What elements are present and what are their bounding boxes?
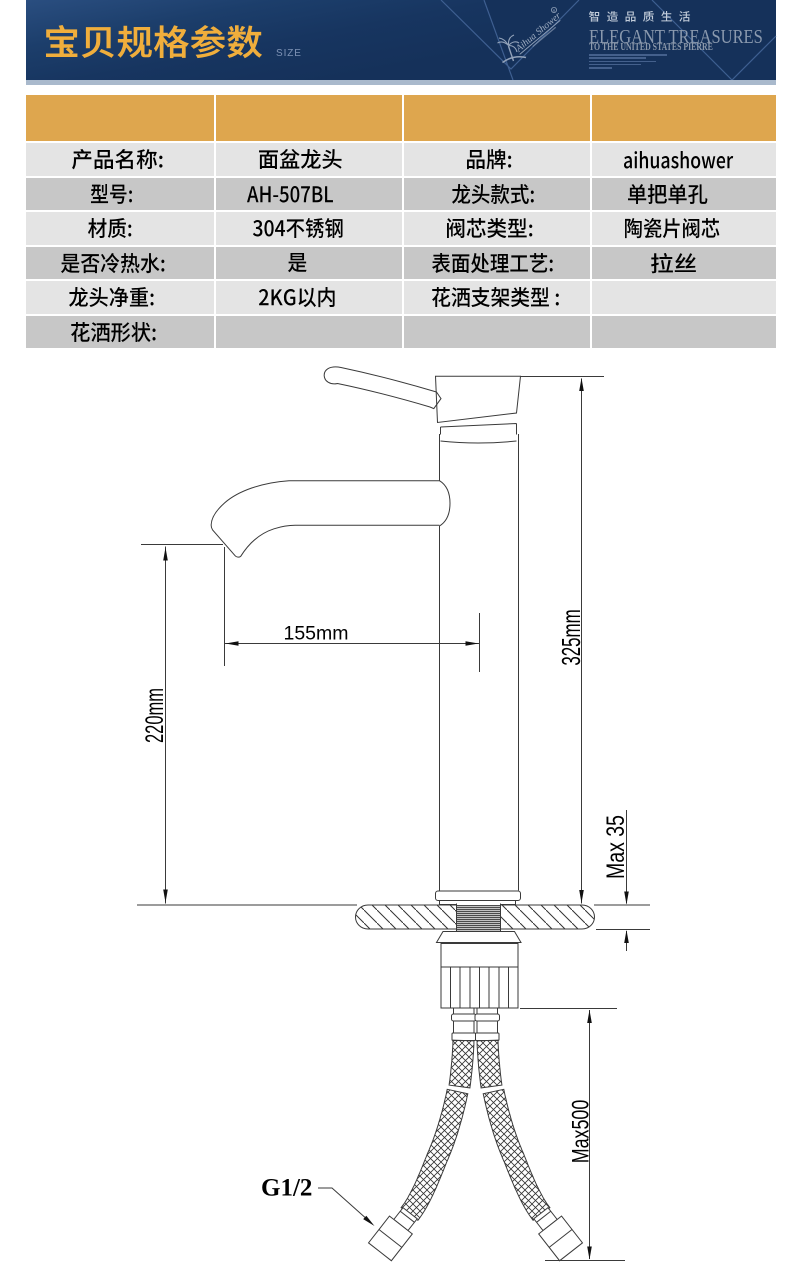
svg-text:220mm: 220mm	[142, 688, 169, 743]
svg-text:R: R	[553, 9, 556, 13]
svg-text:155mm: 155mm	[283, 623, 348, 645]
svg-text:Max 35: Max 35	[602, 815, 630, 879]
svg-text:Max500: Max500	[567, 1100, 594, 1164]
svg-text:325mm: 325mm	[556, 609, 586, 665]
svg-text:G1/2: G1/2	[261, 1175, 312, 1202]
